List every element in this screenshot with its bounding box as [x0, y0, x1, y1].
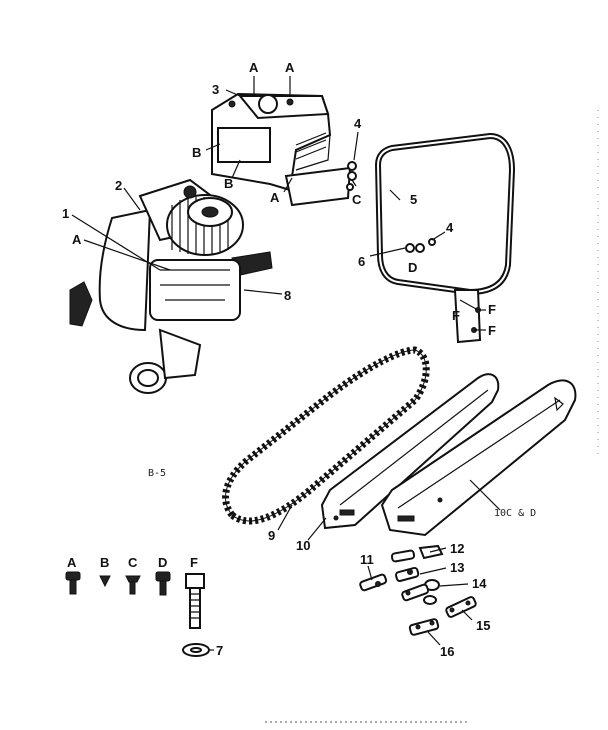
- callout-3: 3: [212, 82, 219, 97]
- nut-washer-set-lower: [405, 238, 436, 253]
- letter-b-left: B: [192, 145, 201, 160]
- fastener-label-d: D: [158, 555, 167, 570]
- letter-a-cover: A: [270, 190, 280, 205]
- callout-10: 10: [296, 538, 310, 553]
- callout-8: 8: [284, 288, 291, 303]
- fastener-label-b: B: [100, 555, 109, 570]
- letter-c: C: [352, 192, 362, 207]
- fastener-a: [65, 571, 81, 595]
- fastener-label-f: F: [190, 555, 198, 570]
- callout-13: 13: [450, 560, 464, 575]
- letter-a-engine: A: [72, 232, 82, 247]
- callout-9: 9: [268, 528, 275, 543]
- saw-chain-part: [222, 346, 430, 525]
- callout-16: 16: [440, 644, 454, 659]
- callout-7: 7: [216, 643, 223, 658]
- letter-f-upper: F: [488, 302, 496, 317]
- letter-f-lower: F: [488, 323, 496, 338]
- washer-part: [182, 643, 210, 657]
- callout-10c-d: 10C & D: [494, 508, 536, 519]
- leader-lines: [71, 76, 501, 651]
- callout-12: 12: [450, 541, 464, 556]
- letter-b-bottom: B: [224, 176, 233, 191]
- callout-5: 5: [410, 192, 417, 207]
- chain-link-parts: [359, 544, 477, 636]
- callout-6: 6: [358, 254, 365, 269]
- callout-4-upper: 4: [354, 116, 362, 131]
- handle-frame-part: [374, 132, 516, 344]
- callout-2: 2: [115, 178, 122, 193]
- callout-1: 1: [62, 206, 69, 221]
- engine-cover-part: [211, 92, 352, 207]
- fastener-f-bolt: [185, 573, 205, 629]
- fastener-label-c: C: [128, 555, 138, 570]
- letter-d: D: [408, 260, 417, 275]
- letter-a-top-left: A: [249, 60, 259, 75]
- fastener-b: [99, 575, 111, 588]
- fastener-label-a: A: [67, 555, 77, 570]
- callout-15: 15: [476, 618, 490, 633]
- guide-bar-part: [320, 373, 500, 530]
- callout-4-lower: 4: [446, 220, 454, 235]
- letter-a-top-right: A: [285, 60, 295, 75]
- callout-11: 11: [360, 552, 374, 567]
- figure-label: B-5: [148, 468, 166, 479]
- fastener-d: [155, 571, 171, 596]
- letter-f-bracket: F: [452, 308, 460, 323]
- fastener-c: [125, 575, 141, 595]
- guide-bar-long-part: [380, 379, 577, 537]
- callout-14: 14: [472, 576, 487, 591]
- engine-assembly-part: [69, 178, 273, 394]
- nut-washer-set-upper: [346, 161, 357, 191]
